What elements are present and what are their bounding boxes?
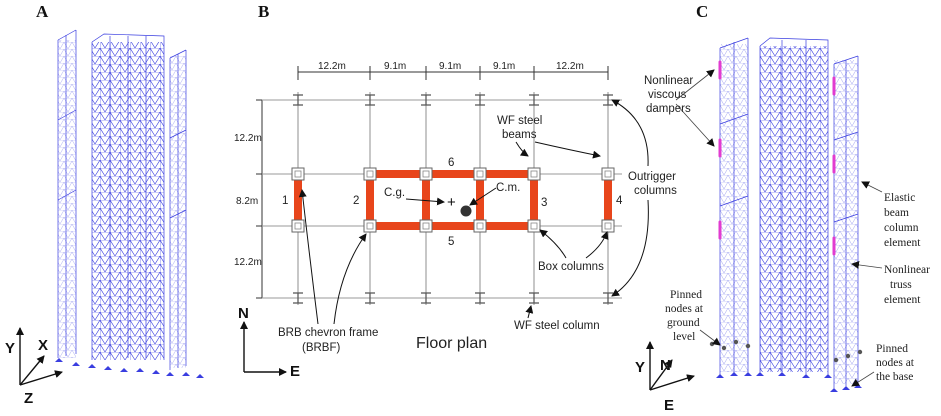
brb-frame-3	[530, 174, 538, 226]
viscous-dampers-c	[718, 60, 836, 256]
dim-top-5: 12.2m	[556, 61, 584, 72]
cm-marker	[460, 205, 472, 217]
pinned-base-line3: the base	[876, 371, 913, 383]
brb-annotation: BRB chevron frame (BRBF)	[278, 189, 378, 354]
dim-left-3: 12.2m	[234, 257, 262, 268]
wf-beams-label-line2: beams	[502, 129, 537, 141]
pinned-base-line2: nodes at	[876, 357, 915, 369]
frame-number-3: 3	[541, 197, 547, 209]
outrigger-label-line2: columns	[634, 185, 677, 197]
pinned-ground-line3: ground	[667, 317, 700, 329]
panel-a: A	[5, 2, 204, 407]
box-columns-label: Box columns	[538, 261, 604, 273]
frame-number-1: 1	[282, 195, 288, 207]
brb-label-line1: BRB chevron frame	[278, 327, 378, 339]
axis-label-x-a: X	[38, 337, 48, 354]
truss-label-line3: element	[884, 294, 921, 306]
axis-label-n-c: N	[660, 357, 671, 374]
frame-number-5: 5	[448, 236, 454, 248]
cg-marker: +	[447, 194, 456, 211]
elastic-label-line4: element	[884, 237, 921, 249]
outrigger-tower-left-c	[719, 37, 749, 376]
dampers-label-line3: dampers	[646, 103, 691, 115]
left-dimension-line: 12.2m 8.2m 12.2m	[234, 99, 268, 299]
pinned-nodes-c	[709, 339, 863, 363]
cg-label: C.g.	[384, 187, 405, 199]
pinned-ground-annotation: Pinned nodes at ground level	[665, 289, 721, 346]
wf-column-annotation: WF steel column	[514, 305, 600, 332]
compass-e-b: E	[290, 363, 300, 380]
elastic-label-line2: beam	[884, 207, 909, 219]
brb-frame-core-mid-2	[476, 174, 484, 226]
frame-number-4: 4	[616, 195, 623, 207]
floor-plan-title: Floor plan	[416, 335, 487, 352]
pinned-base-line1: Pinned	[876, 343, 908, 355]
dim-top-4: 9.1m	[493, 61, 515, 72]
compass-n-b: N	[238, 305, 249, 322]
pinned-ground-line2: nodes at	[665, 303, 704, 315]
outrigger-tower-right-a	[169, 49, 187, 370]
axes-triad-c: Y N E	[635, 341, 695, 414]
box-column-inner	[294, 170, 612, 230]
floor-grid	[262, 92, 622, 305]
brb-frame-6	[370, 170, 534, 178]
outrigger-annotation: Outrigger columns	[611, 99, 677, 297]
elastic-label-line3: column	[884, 222, 919, 234]
panel-c: C	[635, 2, 930, 414]
panel-letter-c: C	[696, 2, 708, 21]
truss-element-annotation: Nonlinear truss element	[851, 260, 930, 306]
core-tower-c	[759, 37, 829, 374]
frame-number-6: 6	[448, 157, 454, 169]
axes-triad-a: Y X Z	[5, 327, 63, 407]
compass-b: N E	[238, 305, 300, 380]
truss-label-line1: Nonlinear	[884, 264, 930, 276]
dim-top-3: 9.1m	[439, 61, 461, 72]
cm-label: C.m.	[496, 182, 520, 194]
outrigger-label-line1: Outrigger	[628, 171, 676, 183]
top-dimension-line: 12.2m 9.1m 9.1m 9.1m 12.2m	[297, 61, 609, 80]
axis-label-z-a: Z	[24, 390, 33, 407]
dampers-annotation: Nonlinear viscous dampers	[644, 75, 693, 115]
wf-columns	[293, 94, 613, 304]
pinned-ground-line4: level	[673, 331, 695, 343]
dim-left-2: 8.2m	[236, 196, 258, 207]
outrigger-tower-left-a	[57, 29, 77, 358]
wf-beams-annotation: WF steel beams	[497, 115, 601, 159]
panel-letter-a: A	[36, 2, 49, 21]
brb-frame-2	[366, 174, 374, 226]
brb-frame-1	[294, 174, 302, 226]
brb-frame-core-mid-1	[422, 174, 430, 226]
brb-frame-5	[370, 222, 534, 230]
dampers-label-line2: viscous	[648, 89, 687, 101]
brb-frames	[294, 170, 612, 230]
elastic-element-annotation: Elastic beam column element	[861, 181, 921, 249]
axis-label-y-c: Y	[635, 359, 645, 376]
box-columns-annotation: Box columns	[538, 229, 609, 273]
brb-frame-4	[604, 174, 612, 226]
pinned-ground-line1: Pinned	[670, 289, 702, 301]
wf-beams-label-line1: WF steel	[497, 115, 542, 127]
axis-label-e-c: E	[664, 397, 674, 414]
core-tower-a	[91, 33, 165, 360]
elastic-label-line1: Elastic	[884, 192, 915, 204]
base-supports-a	[55, 358, 204, 378]
dim-top-2: 9.1m	[384, 61, 406, 72]
center-marks: C.g. + C.m.	[384, 182, 520, 217]
panel-letter-b: B	[258, 2, 269, 21]
dim-left-1: 12.2m	[234, 133, 262, 144]
panel-b: B 12.2m 9.1m 9.1m 9.1m 12.2m 12.2m 8.2m …	[234, 2, 693, 380]
dim-top-1: 12.2m	[318, 61, 346, 72]
truss-label-line2: truss	[890, 279, 912, 291]
outrigger-tower-right-c	[833, 55, 859, 388]
pinned-base-annotation: Pinned nodes at the base	[851, 343, 915, 387]
damper-leader-arrows	[675, 69, 715, 147]
dampers-label-line1: Nonlinear	[644, 75, 693, 87]
wf-column-label: WF steel column	[514, 320, 600, 332]
axis-label-y-a: Y	[5, 340, 15, 357]
frame-number-2: 2	[353, 195, 359, 207]
brb-label-line2: (BRBF)	[302, 342, 341, 354]
